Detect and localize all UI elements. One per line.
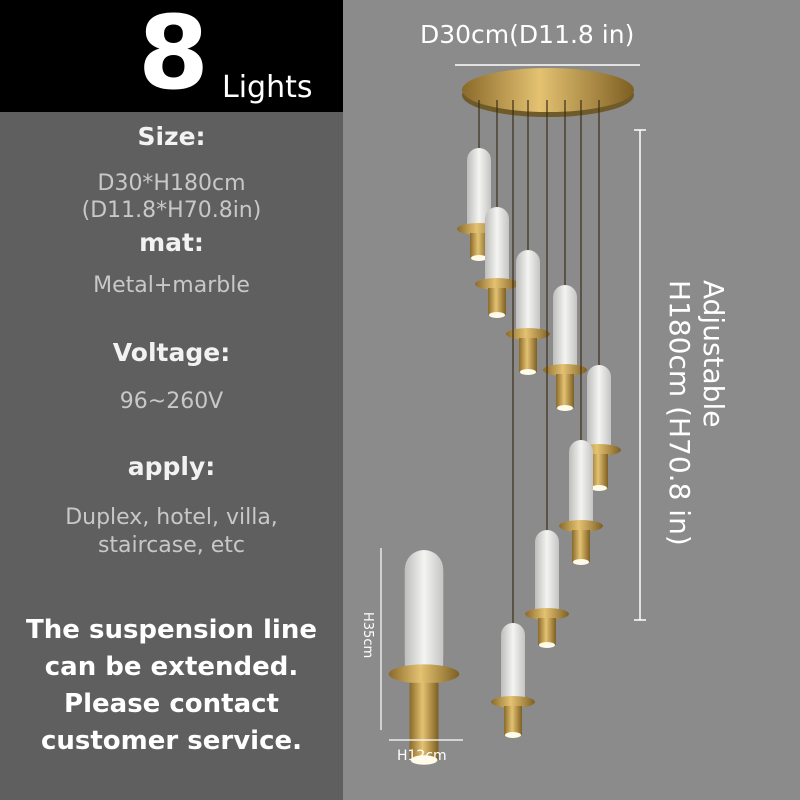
spec-panel xyxy=(0,0,343,800)
voltage-value: 96~260V xyxy=(119,389,224,414)
note-line: customer service. xyxy=(40,726,302,756)
pendant-height-label: H35cm xyxy=(360,612,375,659)
size-label: Size: xyxy=(137,122,206,151)
pendant-light xyxy=(475,100,519,318)
diameter-label: D30cm(D11.8 in) xyxy=(420,20,635,49)
pendant-width-label: H12cm xyxy=(397,748,447,764)
pendant-light xyxy=(543,100,587,411)
size-value-cm: D30*H180cm xyxy=(97,171,246,196)
canopy xyxy=(462,68,634,112)
light-glow xyxy=(505,732,521,738)
header-banner: 8 Lights xyxy=(0,0,343,113)
apply-label: apply: xyxy=(127,452,216,481)
light-glow xyxy=(471,255,487,261)
pendant-light xyxy=(506,100,550,375)
brass-disc xyxy=(543,364,587,376)
brass-disc xyxy=(559,520,603,532)
pendant-light xyxy=(388,550,460,765)
light-glow xyxy=(489,312,505,318)
light-glow xyxy=(410,755,438,765)
note-line: can be extended. xyxy=(44,652,299,682)
apply-value-1: Duplex, hotel, villa, xyxy=(65,505,278,530)
apply-value-2: staircase, etc xyxy=(97,533,246,558)
pendant-light xyxy=(559,100,603,565)
pendant-light xyxy=(525,100,569,648)
pendant-light xyxy=(577,100,621,491)
brass-disc xyxy=(506,328,550,340)
pendant-light xyxy=(491,100,535,738)
pendant-light xyxy=(457,100,501,261)
light-glow xyxy=(573,559,589,565)
brass-disc xyxy=(525,608,569,620)
light-glow xyxy=(557,405,573,411)
brass-disc xyxy=(388,664,460,684)
brass-disc xyxy=(491,696,535,708)
light-glow xyxy=(539,642,555,648)
light-unit: Lights xyxy=(222,70,313,105)
size-value-in: (D11.8*H70.8in) xyxy=(81,198,262,223)
height-label: Adjustable H180cm (H70.8 in) xyxy=(663,280,730,546)
note-line: Please contact xyxy=(64,689,279,719)
light-glow xyxy=(520,369,536,375)
extension-note: The suspension line can be extended. Ple… xyxy=(0,612,343,760)
material-label: mat: xyxy=(139,228,204,257)
light-glow xyxy=(591,485,607,491)
brass-disc xyxy=(475,278,519,290)
note-line: The suspension line xyxy=(26,615,317,645)
voltage-label: Voltage: xyxy=(112,338,231,367)
material-value: Metal+marble xyxy=(93,273,250,298)
light-count: 8 xyxy=(138,0,209,113)
